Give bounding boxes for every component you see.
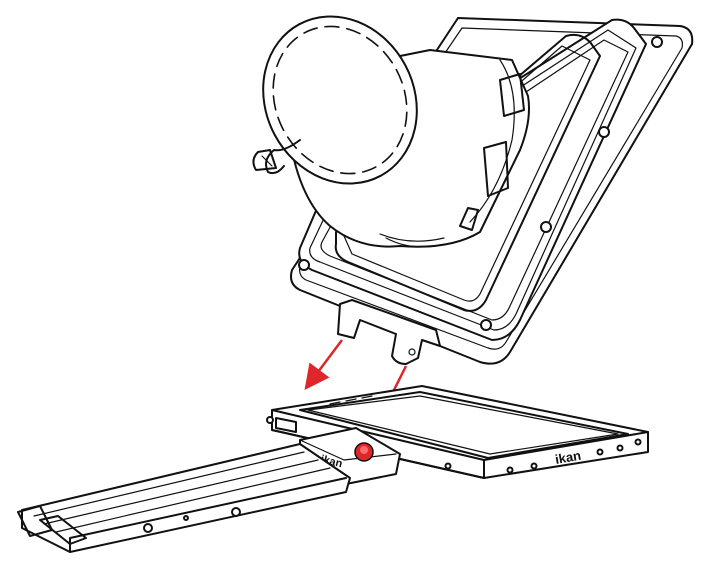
monitor-screen	[299, 391, 629, 459]
screw	[540, 221, 552, 233]
screw	[598, 126, 610, 138]
bracket-rail	[21, 443, 351, 553]
screw	[651, 36, 663, 48]
teleprompter-hood	[252, 15, 694, 365]
arrow-left	[304, 339, 343, 390]
monitor: ikan	[266, 385, 649, 479]
monitor-brand-label: ikan	[554, 448, 582, 467]
hood-mount-tab	[337, 299, 441, 365]
monitor-vents	[329, 395, 373, 405]
shroud-opening	[262, 15, 418, 185]
screw	[298, 259, 310, 271]
screw	[480, 319, 492, 331]
mount-bracket: ikan	[17, 427, 401, 553]
